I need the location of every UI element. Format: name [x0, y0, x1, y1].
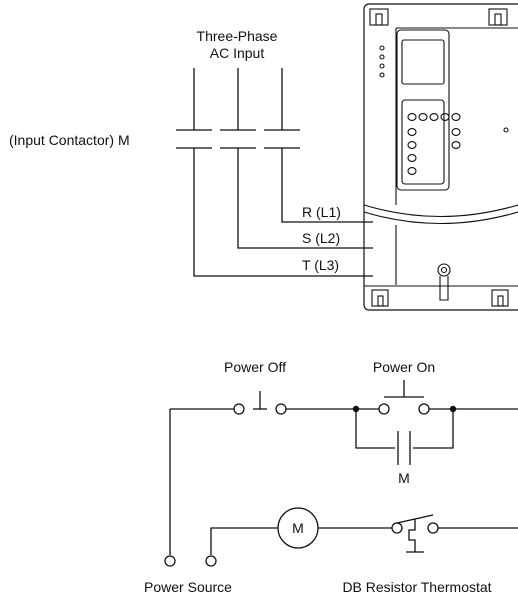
- terminal-t-label: T (L3): [302, 257, 339, 273]
- power-source-label: Power Source: [144, 579, 232, 595]
- terminal-s-label: S (L2): [302, 230, 340, 246]
- power-source-terminal-1: [164, 555, 176, 567]
- power-source-terminal-2: [205, 555, 217, 567]
- power-off-switch: [233, 391, 287, 415]
- terminal-r-label: R (L1): [302, 204, 341, 220]
- control-circuit-lower: [210, 527, 518, 555]
- holding-contact-label: M: [398, 470, 410, 486]
- input-title-line1: Three-Phase: [197, 28, 278, 44]
- power-on-label: Power On: [373, 359, 435, 375]
- holding-contact-branch: [355, 409, 454, 465]
- input-contactor-contacts: [176, 129, 300, 149]
- contactor-label: (Input Contactor) M: [9, 132, 130, 148]
- thermostat-switch: [391, 514, 439, 553]
- three-phase-wires: [193, 68, 373, 277]
- input-title-line2: AC Input: [210, 45, 265, 61]
- control-circuit-upper: [169, 408, 518, 555]
- power-off-label: Power Off: [224, 359, 286, 375]
- power-on-switch: [378, 380, 430, 415]
- motor-coil-m: [277, 507, 319, 549]
- thermostat-label: DB Resistor Thermostat: [342, 579, 491, 595]
- drive-unit: [363, 3, 518, 311]
- coil-label: M: [292, 520, 304, 536]
